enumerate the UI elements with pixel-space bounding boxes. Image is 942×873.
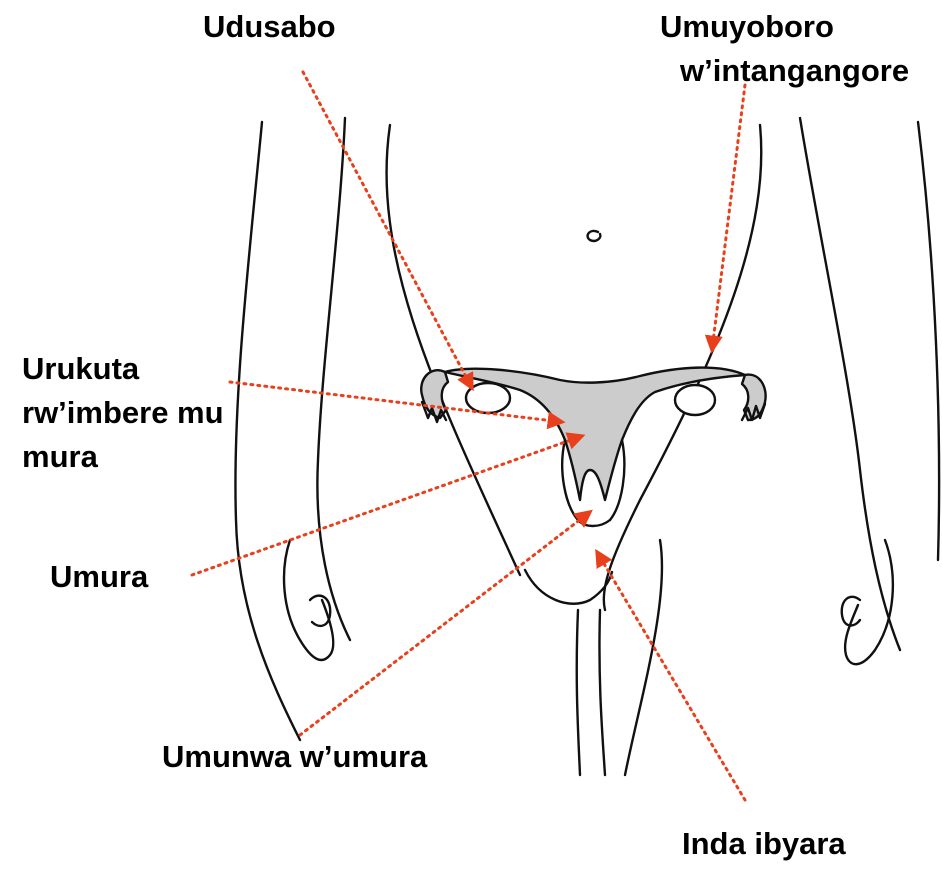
- pointer-uterus: [192, 436, 582, 575]
- left-leg-inner: [577, 610, 580, 775]
- label-ovaries: Udusabo: [203, 8, 336, 46]
- right-hand: [845, 540, 893, 664]
- right-outer-torso: [918, 122, 939, 560]
- label-fallopian-tube-line2: w’intangangore: [680, 52, 909, 90]
- label-vaginal-wall-line3: mura: [22, 438, 98, 476]
- right-leg-inner: [599, 610, 605, 775]
- right-thigh-outer: [625, 540, 662, 775]
- left-inner-torso: [317, 118, 350, 640]
- right-ovary: [675, 385, 715, 415]
- pointer-vagina: [597, 552, 745, 800]
- reproductive-organs: [421, 368, 765, 526]
- left-outer-torso: [235, 122, 300, 740]
- right-inner-torso: [800, 118, 900, 650]
- navel: [588, 231, 601, 241]
- cervix-outline: [578, 520, 610, 526]
- label-uterus: Umura: [50, 558, 148, 596]
- label-cervix: Umunwa w’umura: [162, 738, 427, 776]
- label-vaginal-wall-line1: Urukuta: [22, 350, 139, 388]
- label-vaginal-wall-line2: rw’imbere mu: [22, 394, 224, 432]
- pointer-ovaries: [303, 72, 472, 388]
- crotch-curve: [525, 570, 612, 604]
- pointer-lines: [192, 72, 745, 800]
- label-fallopian-tube-line1: Umuyoboro: [660, 8, 834, 46]
- label-vagina: Inda ibyara: [682, 825, 846, 863]
